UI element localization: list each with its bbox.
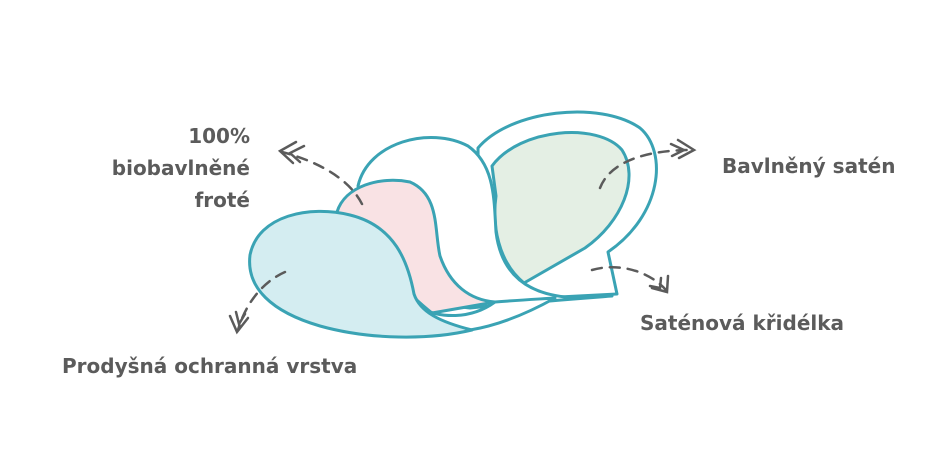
arrowhead-bottom-left-icon bbox=[228, 310, 250, 335]
label-line: 100% bbox=[188, 124, 250, 148]
label-line: biobavlněné bbox=[111, 156, 250, 180]
label-satin-wings: Saténová křidélka bbox=[640, 311, 845, 335]
breathable-layer bbox=[248, 209, 474, 339]
arrow-top-right bbox=[598, 148, 694, 190]
label-line: froté bbox=[194, 188, 250, 212]
label-organic-terry: 100% biobavlněné froté bbox=[112, 120, 250, 216]
arrowhead-top-right-icon bbox=[669, 138, 697, 160]
arrow-top-left bbox=[280, 150, 364, 206]
label-cotton-satin: Bavlněný satén bbox=[722, 154, 896, 178]
label-breathable-layer: Prodyšná ochranná vrstva bbox=[62, 354, 358, 378]
arrowhead-top-left-icon bbox=[277, 140, 306, 165]
arrow-bottom-left bbox=[236, 270, 287, 332]
arrowhead-bottom-right-icon bbox=[648, 274, 670, 294]
